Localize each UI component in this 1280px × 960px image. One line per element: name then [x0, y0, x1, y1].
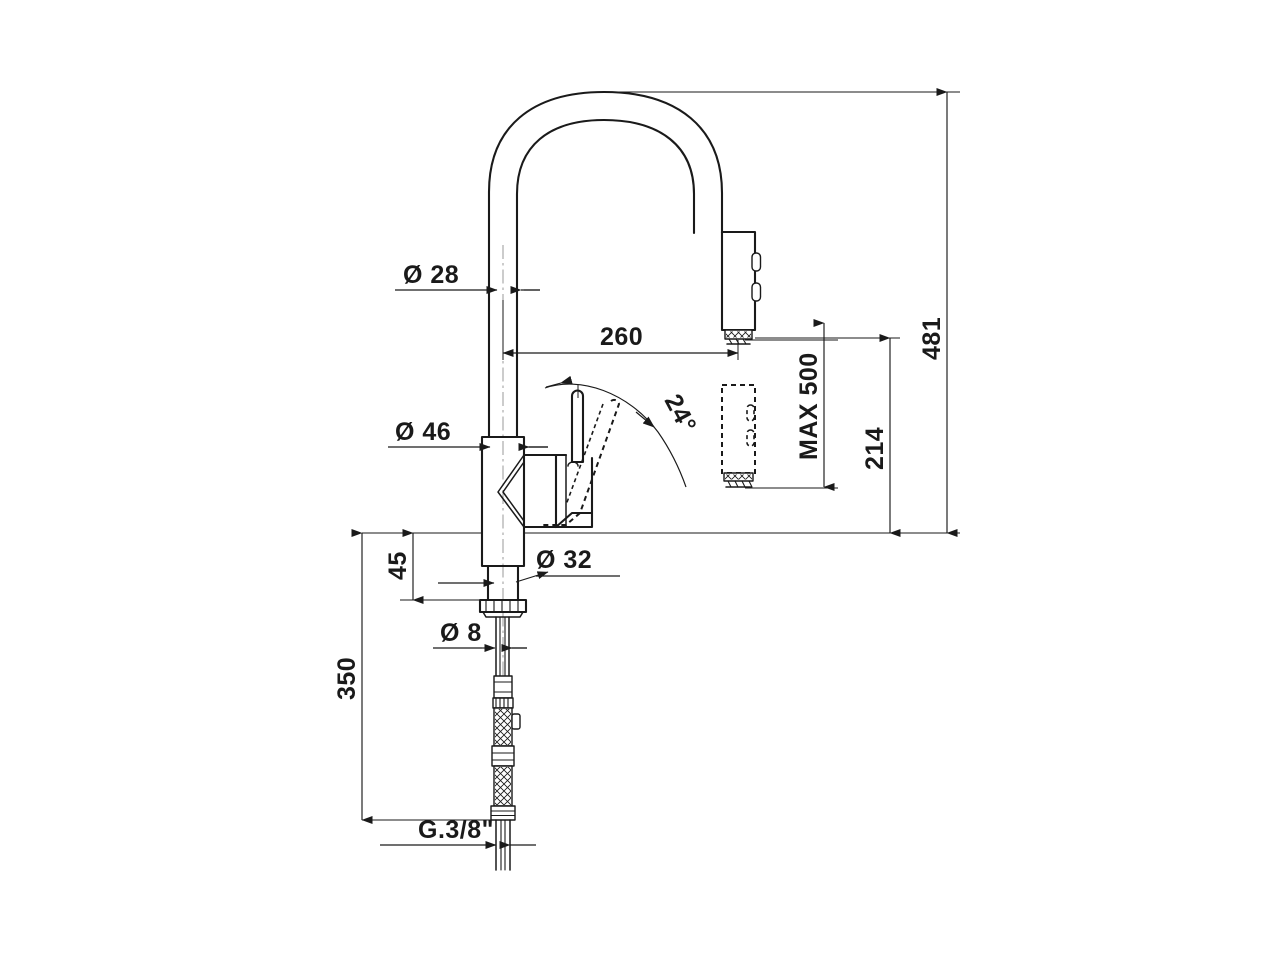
lever-skirt [554, 511, 594, 529]
hose-connector-threads [490, 810, 516, 817]
dimension-reach-260: 260 [502, 300, 739, 360]
gooseneck-arch [487, 90, 724, 439]
spray-mode-button-upper [751, 252, 762, 272]
valve-body-v-groove-inner [502, 461, 525, 522]
lever-stem [570, 389, 585, 464]
angle24-label: 24° [659, 390, 702, 438]
dimension-dia-32: Ø 32 [438, 546, 620, 587]
spray-head-ghost [721, 384, 756, 488]
hose-ferrule-upper [493, 675, 513, 699]
spray-head-barrel [720, 230, 757, 332]
lever-base-boss [567, 461, 579, 467]
dimension-angle-24: 24° [544, 375, 702, 488]
lever-ghost-inner-edge [565, 403, 604, 506]
h481-label: 481 [918, 317, 946, 360]
lever-hub-block [554, 453, 594, 529]
lever-ghost-stem [540, 398, 621, 526]
spray-head-nozzle-mesh [726, 331, 751, 338]
h214-label: 214 [861, 427, 889, 470]
spray-head-ghost-barrel [721, 384, 756, 474]
angle24-arrow-end [635, 411, 655, 428]
spout-outer-wall [487, 90, 724, 439]
hose-coupling-mid-rings [491, 752, 515, 761]
spray-head-ghost-button-upper [746, 404, 755, 422]
max500-label: MAX 500 [795, 352, 823, 460]
dimension-dia-8: Ø 8 [433, 619, 527, 652]
dimension-dia-46: Ø 46 [388, 418, 548, 451]
dimension-max-500: MAX 500 [745, 319, 838, 491]
spray-head-ghost-teeth [727, 480, 753, 488]
hose-braid-upper-mesh [495, 709, 511, 745]
lever-handle [554, 389, 594, 529]
flexible-hose [490, 616, 521, 871]
h45-label: 45 [384, 551, 412, 580]
h350-label: 350 [333, 657, 361, 700]
dimension-thread-g38: G.3/8" [380, 816, 536, 850]
dia8-label: Ø 8 [440, 619, 482, 647]
spray-head-ghost-mesh [725, 474, 752, 480]
mounting-nut [478, 598, 528, 614]
mounting-washer [482, 611, 524, 618]
dimension-height-481: 481 [524, 88, 960, 537]
dia32-label: Ø 32 [536, 546, 592, 574]
dia46-label: Ø 46 [395, 418, 451, 446]
spray-head-ghost-button-lower [746, 429, 755, 447]
hose-side-tab [511, 713, 521, 730]
dia28-label: Ø 28 [403, 261, 459, 289]
reach260-label: 260 [600, 323, 643, 351]
mounting-shank [478, 564, 528, 618]
valve-body-cylinder [480, 435, 526, 568]
lever-handle-ghost [540, 398, 621, 526]
angle24-arrow-start [545, 375, 573, 388]
hose-tail-inner [500, 819, 506, 871]
dimension-dia-28: Ø 28 [395, 261, 540, 294]
spray-head [720, 230, 762, 345]
dimension-height-214: 214 [755, 334, 901, 537]
hose-ferrule-upper-rings [493, 681, 513, 693]
hose-coupling-mid [491, 745, 515, 767]
spray-mode-button-lower [751, 282, 762, 302]
dia32-arrow-right [515, 571, 549, 583]
spout-inner-wall [515, 118, 696, 439]
valve-body-v-groove-outer [497, 454, 525, 528]
hose-crimp-upper-ribs [495, 697, 509, 709]
mounting-nut-knurl [485, 599, 519, 613]
valve-body [480, 435, 568, 568]
dimension-base-45: 45 [384, 529, 482, 604]
hose-tail [495, 819, 511, 871]
g38-label: G.3/8" [418, 816, 494, 844]
dimension-hose-350: 350 [333, 529, 500, 824]
hose-connector [490, 805, 516, 821]
hose-braid-lower-mesh [495, 767, 511, 805]
